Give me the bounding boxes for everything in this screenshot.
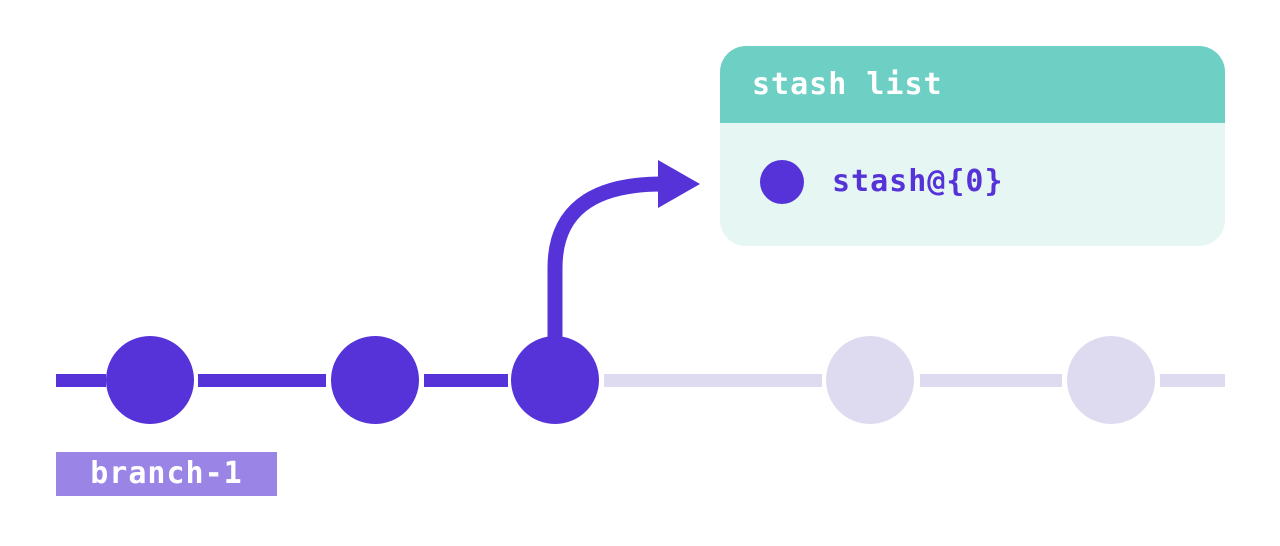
timeline-segment [198,374,326,387]
commit-node-5 [1067,336,1155,424]
timeline-segment-future [1160,374,1225,387]
stash-list-title: stash list [720,46,1225,123]
timeline-segment [424,374,508,387]
commit-node-2 [331,336,419,424]
timeline-segment-future [920,374,1062,387]
stash-entry-dot [760,160,804,204]
timeline-segment-future [604,374,822,387]
commit-node-1 [106,336,194,424]
commit-node-4 [826,336,914,424]
stash-arrow-head [658,160,700,208]
stash-arrow-shaft [547,176,663,338]
stash-entry-label: stash@{0} [832,164,1004,199]
stash-list-panel: stash list stash@{0} [720,46,1225,246]
commit-node-3 [511,336,599,424]
timeline-segment [56,374,106,387]
branch-label: branch-1 [56,452,277,496]
stash-list-body: stash@{0} [720,123,1225,246]
